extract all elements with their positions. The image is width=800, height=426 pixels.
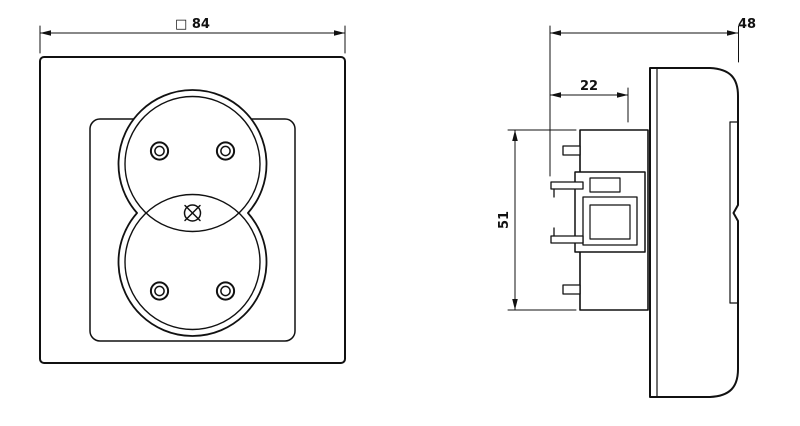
- terminal-pin-bottom: [550, 235, 584, 244]
- pin-hole: [215, 281, 236, 301]
- side-front-depth-dimension: 22: [549, 79, 629, 123]
- dimension-label-insert-height: 51: [497, 211, 512, 229]
- dimension-label-front-depth: 22: [580, 79, 598, 94]
- pin-hole: [215, 141, 236, 161]
- pin-hole-inner: [154, 145, 165, 157]
- cover-frame-profile: [649, 67, 739, 398]
- terminal-pin-top: [550, 181, 584, 190]
- top-recess-inner-circle: [124, 95, 261, 233]
- dimension-label-total-depth: 48: [738, 17, 756, 32]
- front-width-dimension: □ 84: [39, 17, 346, 54]
- arrowhead-left: [550, 30, 561, 36]
- pin-hole: [149, 141, 170, 161]
- arrowhead-down: [512, 299, 518, 310]
- screw-cross-line: [184, 204, 201, 222]
- front-view: [39, 56, 346, 364]
- dimension-label-front-width: □ 84: [175, 17, 210, 32]
- pin-hole: [149, 281, 170, 301]
- pin-hole-inner: [154, 285, 165, 297]
- arrowhead-right: [617, 92, 628, 98]
- bottom-socket-pin-holes: [149, 281, 236, 301]
- pin-hole-inner: [220, 285, 231, 297]
- mounting-claw-bottom: [562, 284, 581, 295]
- arrowhead-up: [512, 130, 518, 141]
- arrowhead-right: [334, 30, 345, 36]
- side-view: [550, 67, 739, 398]
- top-socket-pin-holes: [149, 141, 236, 161]
- side-insert-height-dimension: 51: [497, 129, 577, 311]
- mounting-claw-top: [562, 145, 581, 156]
- bottom-recess-inner-circle: [124, 193, 261, 331]
- side-total-depth-dimension: 48: [549, 17, 756, 177]
- pot-detail-block: [589, 177, 621, 193]
- pot-core-outline: [589, 204, 631, 240]
- arrowhead-left: [550, 92, 561, 98]
- center-screw-icon: [183, 204, 202, 222]
- arrowhead-left: [40, 30, 51, 36]
- pin-hole-inner: [220, 145, 231, 157]
- arrowhead-right: [727, 30, 738, 36]
